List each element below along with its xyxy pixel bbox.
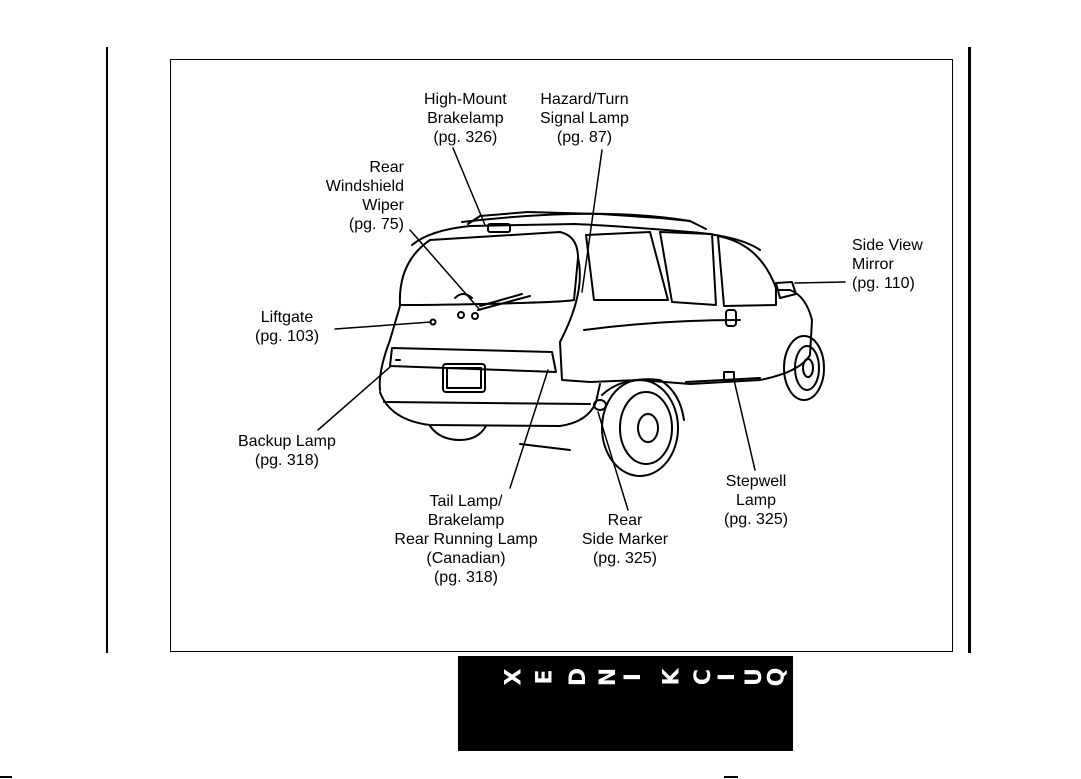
side-windows <box>586 232 668 300</box>
footer-tick-right <box>724 776 738 778</box>
label-backup-lamp: Backup Lamp (pg. 318) <box>238 432 336 470</box>
label-rear-windshield-wiper: Rear Windshield Wiper (pg. 75) <box>300 158 404 234</box>
footer-tick-left <box>0 776 12 778</box>
label-high-mount-brakelamp: High-Mount Brakelamp (pg. 326) <box>424 90 507 147</box>
label-side-view-mirror: Side View Mirror (pg. 110) <box>852 236 923 293</box>
tab-letter: E <box>533 669 559 684</box>
tab-letter: D <box>566 668 592 686</box>
label-stepwell-lamp: Stepwell Lamp (pg. 325) <box>724 472 788 529</box>
label-hazard-turn-signal: Hazard/Turn Signal Lamp (pg. 87) <box>540 90 629 147</box>
tab-letter: I <box>621 673 647 681</box>
tab-letter: K <box>660 668 686 685</box>
tab-letter: C <box>691 669 717 685</box>
label-tail-lamp: Tail Lamp/ Brakelamp Rear Running Lamp (… <box>382 492 550 587</box>
tab-letter: Q <box>764 668 790 687</box>
tab-letter: N <box>596 668 622 686</box>
label-liftgate: Liftgate (pg. 103) <box>255 308 319 346</box>
tab-letter: I <box>715 673 741 681</box>
rear-window <box>400 232 578 305</box>
index-quick-tab-bar[interactable]: X E D N I K C I U Q <box>458 656 793 751</box>
label-rear-side-marker: Rear Side Marker (pg. 325) <box>570 511 680 568</box>
tab-letter: X <box>501 669 527 686</box>
roof-rack <box>462 214 706 229</box>
